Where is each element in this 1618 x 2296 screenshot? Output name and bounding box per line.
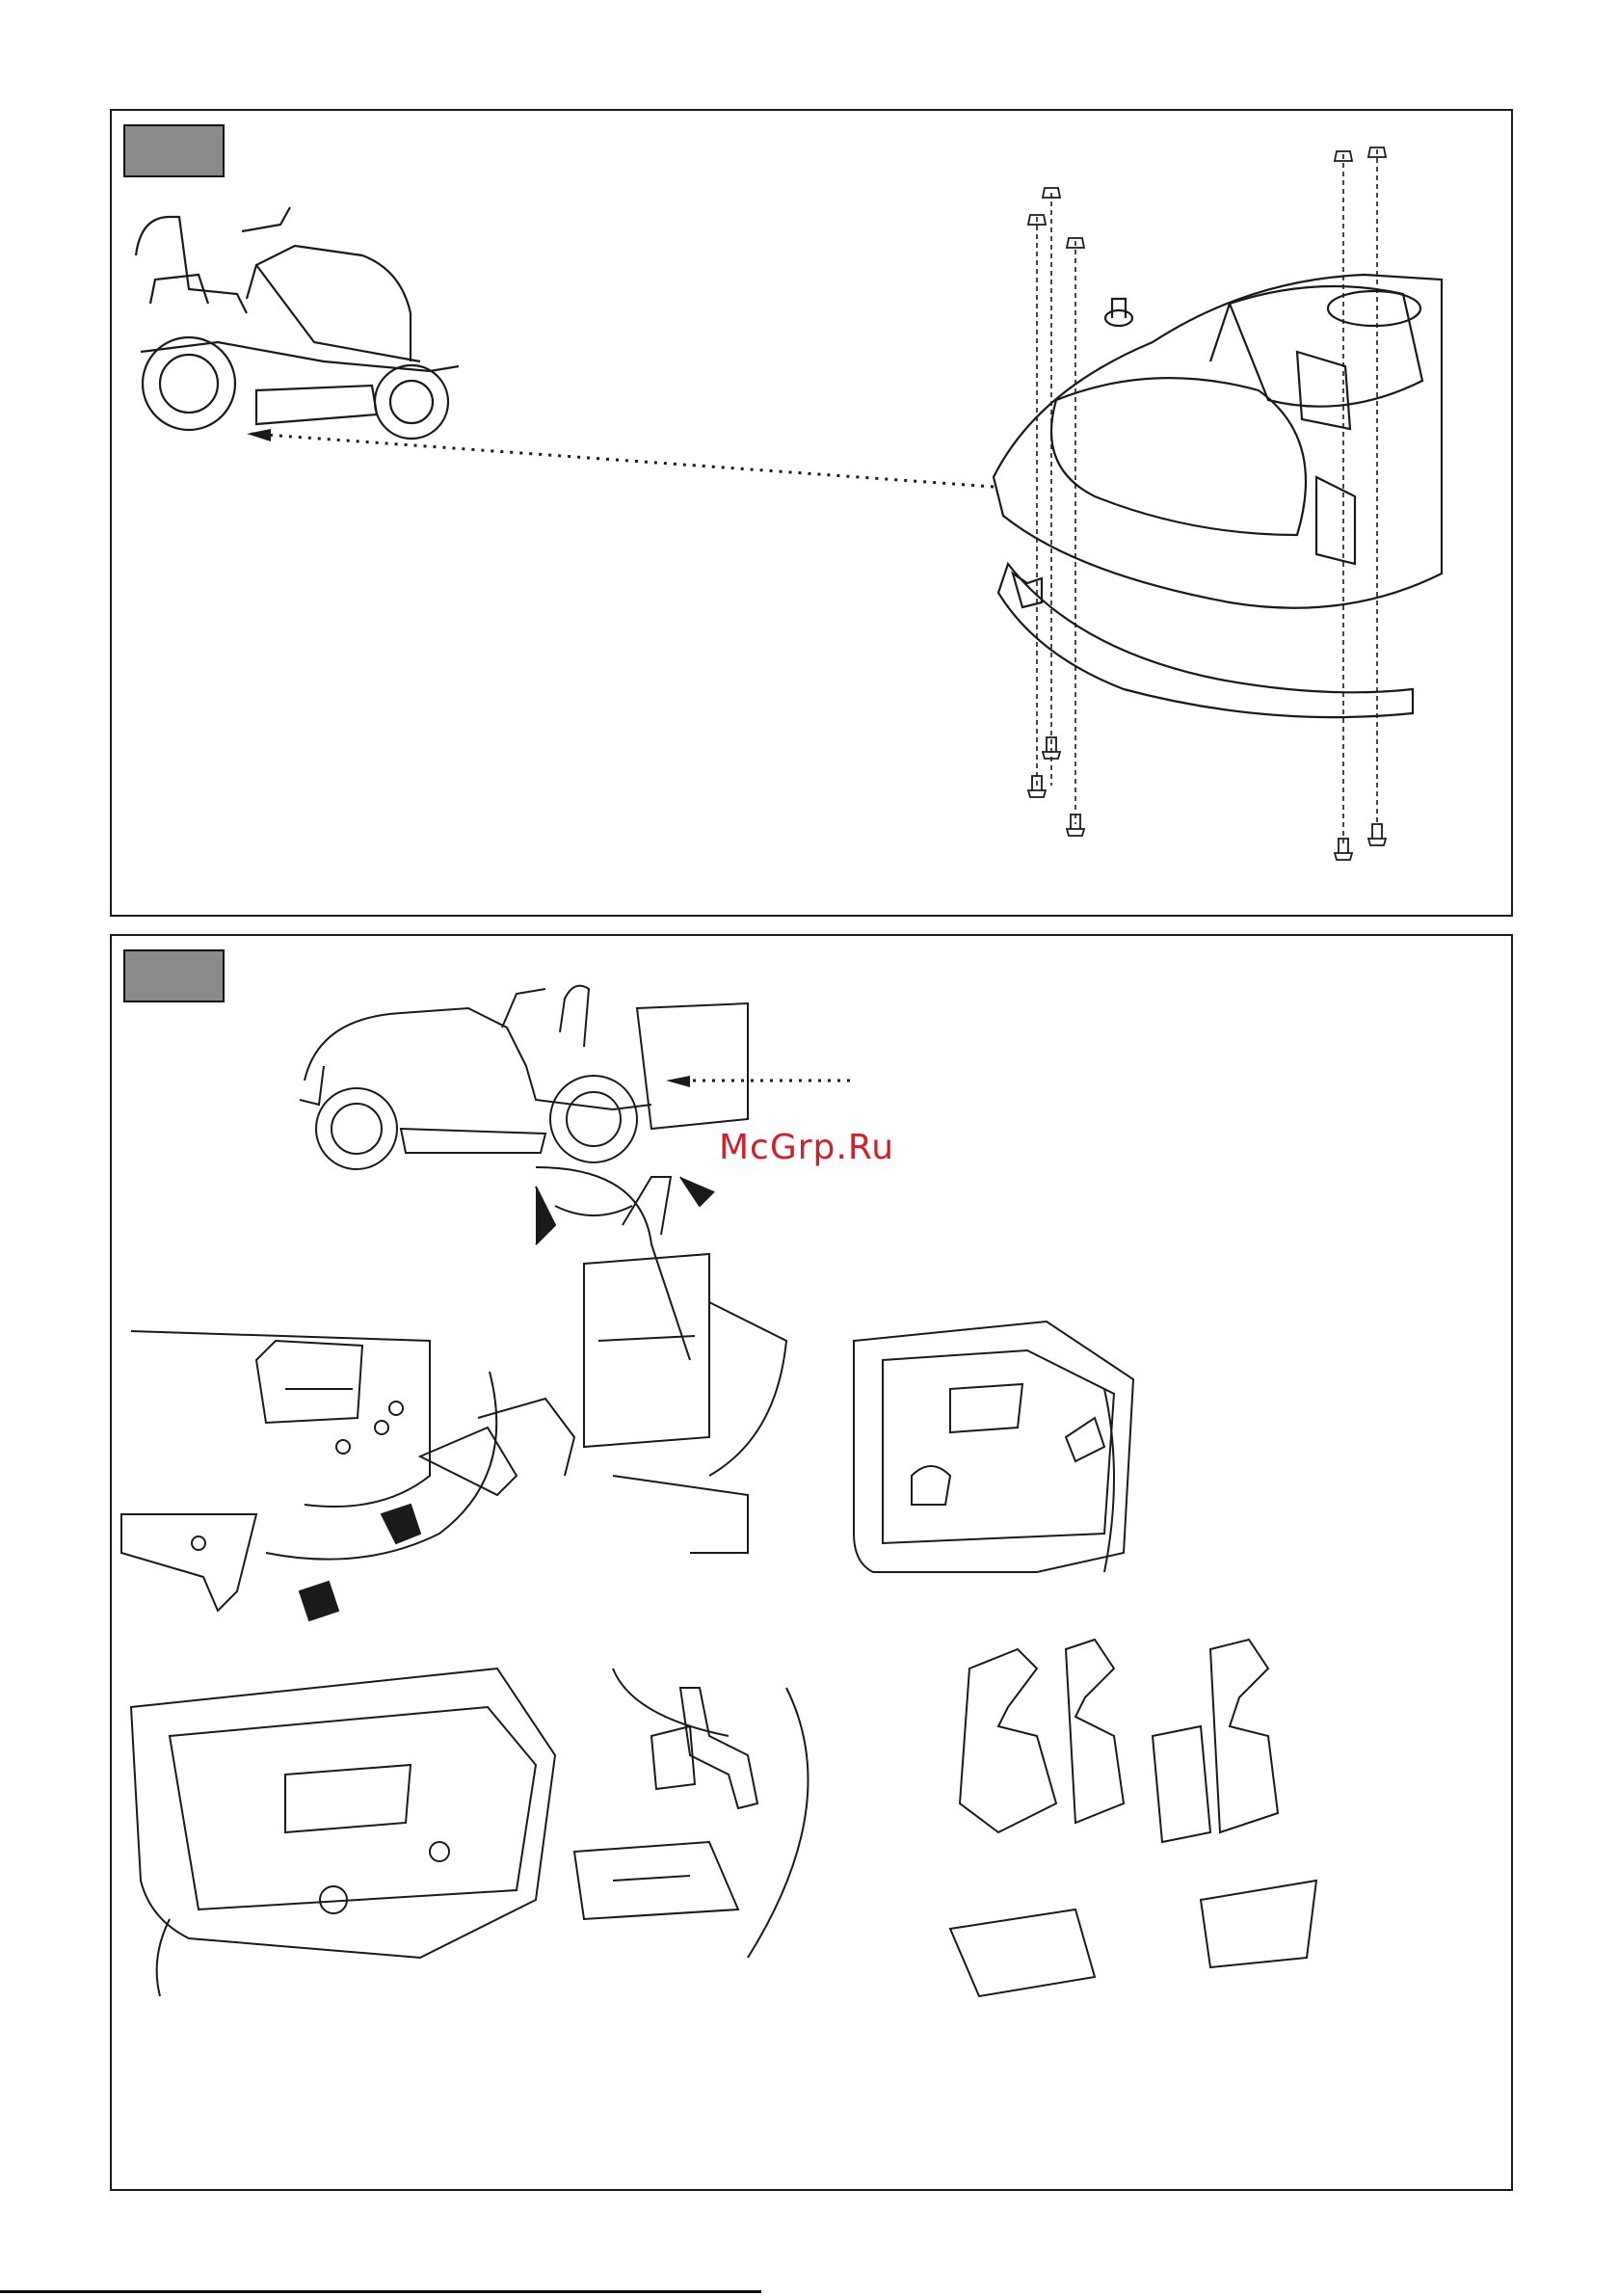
detail-latch [574,1669,809,1958]
detail-plate [854,1322,1133,1572]
mower-deck-assembly-illustration [112,111,1511,915]
footer-rule [0,2290,761,2293]
tractor-side-view [136,207,459,439]
detail-cover-plate [131,1669,555,1996]
mower-deck [994,275,1442,717]
nuts [1028,147,1386,248]
watermark-text: McGrp.Ru [719,1128,894,1167]
tractor-with-collector [300,986,748,1169]
collector-mount-illustration [112,936,1511,2189]
detail-frame-rails [950,1640,1316,1996]
detail-hitch [478,1167,786,1553]
bolts [1028,737,1386,860]
detail-brackets [121,1331,517,1620]
figure-panel-bottom [110,934,1513,2191]
dotted-arrow [252,434,994,487]
bolt-alignment-lines [1037,149,1377,843]
figure-panel-top [110,109,1513,917]
